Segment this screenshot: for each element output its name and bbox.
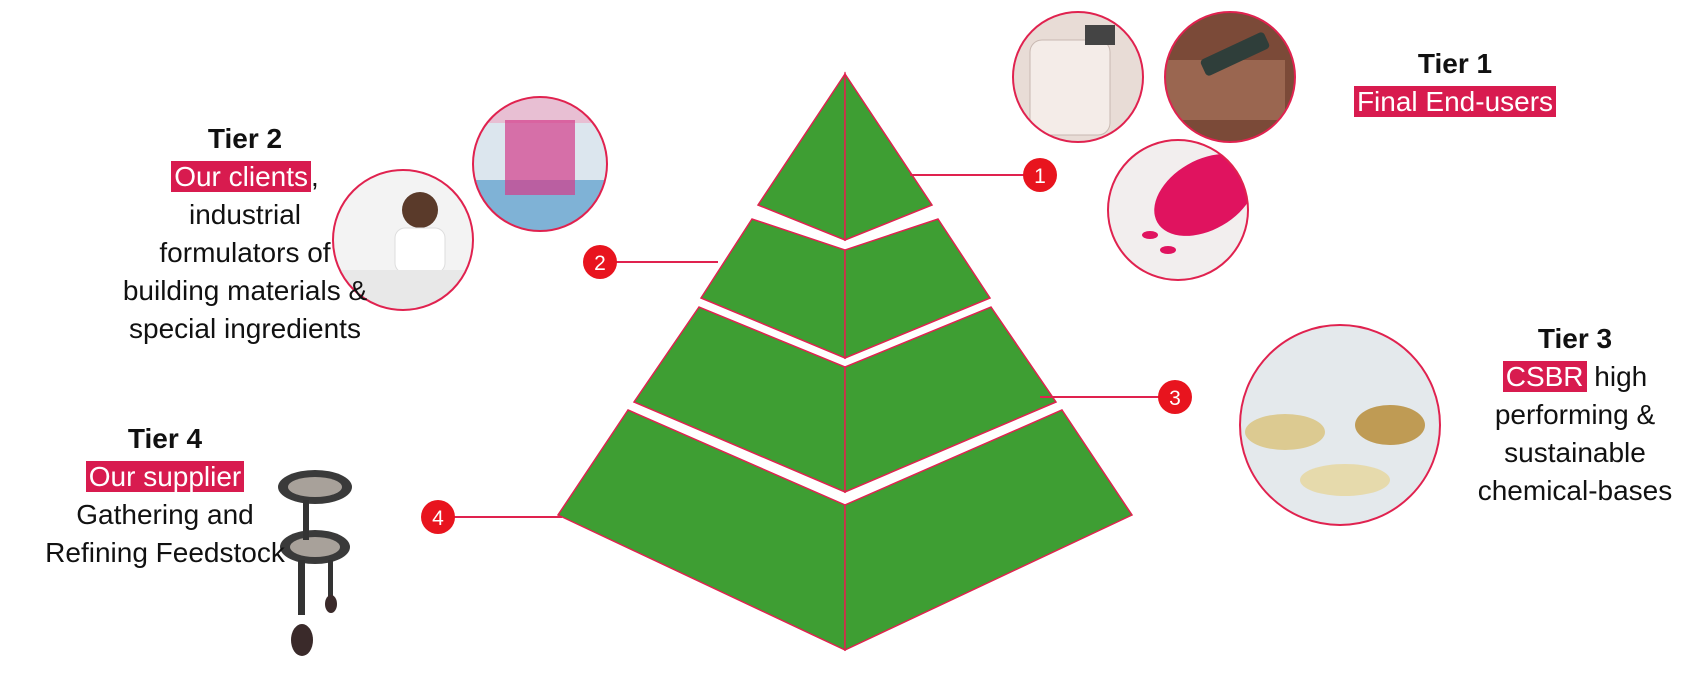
badge-4: 4 — [421, 500, 455, 534]
tier-3-line: performing & — [1450, 396, 1698, 434]
badge-2: 2 — [583, 245, 617, 279]
badge-1: 1 — [1023, 158, 1057, 192]
svg-text:2: 2 — [594, 252, 606, 275]
tier-3-label: Tier 3 CSBR high performing & sustainabl… — [1450, 320, 1698, 510]
tier-2-title: Tier 2 — [50, 120, 440, 158]
tier-2-line: formulators of — [50, 234, 440, 272]
tier-4-title: Tier 4 — [0, 420, 330, 458]
tier-2-label: Tier 2 Our clients, industrial formulato… — [50, 120, 440, 348]
tier-3-line: sustainable — [1450, 434, 1698, 472]
svg-text:1: 1 — [1034, 165, 1046, 188]
tier-4-line: Refining Feedstock — [0, 534, 330, 572]
tier-3-highlight: CSBR — [1503, 361, 1587, 392]
tier-3-highlight-suffix: high — [1587, 361, 1648, 392]
tier-3-title: Tier 3 — [1450, 320, 1698, 358]
tier-2-line: industrial — [50, 196, 440, 234]
pink-pills-photo — [1105, 137, 1270, 290]
tier-1-highlight: Final End-users — [1354, 86, 1556, 117]
tier-4-line: Gathering and — [0, 496, 330, 534]
badge-3: 3 — [1158, 380, 1192, 414]
tier-4-highlight: Our supplier — [86, 461, 245, 492]
tier-2-line: building materials & — [50, 272, 440, 310]
tier-2-highlight-suffix: , — [311, 161, 319, 192]
pink-liquid-photo — [470, 95, 610, 240]
tier-1-title: Tier 1 — [1330, 45, 1580, 83]
perfume-bottle-photo — [1010, 10, 1150, 150]
svg-text:3: 3 — [1169, 387, 1181, 410]
tier-3-line: chemical-bases — [1450, 472, 1698, 510]
svg-text:4: 4 — [432, 507, 444, 530]
pyramid-tier-1 — [758, 74, 932, 240]
tier-4-label: Tier 4 Our supplier Gathering and Refini… — [0, 420, 330, 572]
sealant-gun-photo — [1160, 10, 1300, 150]
tier-2-line: special ingredients — [50, 310, 440, 348]
tier-2-highlight: Our clients — [171, 161, 311, 192]
tier-1-label: Tier 1 Final End-users — [1330, 45, 1580, 121]
chemical-samples-photo — [1240, 325, 1440, 525]
